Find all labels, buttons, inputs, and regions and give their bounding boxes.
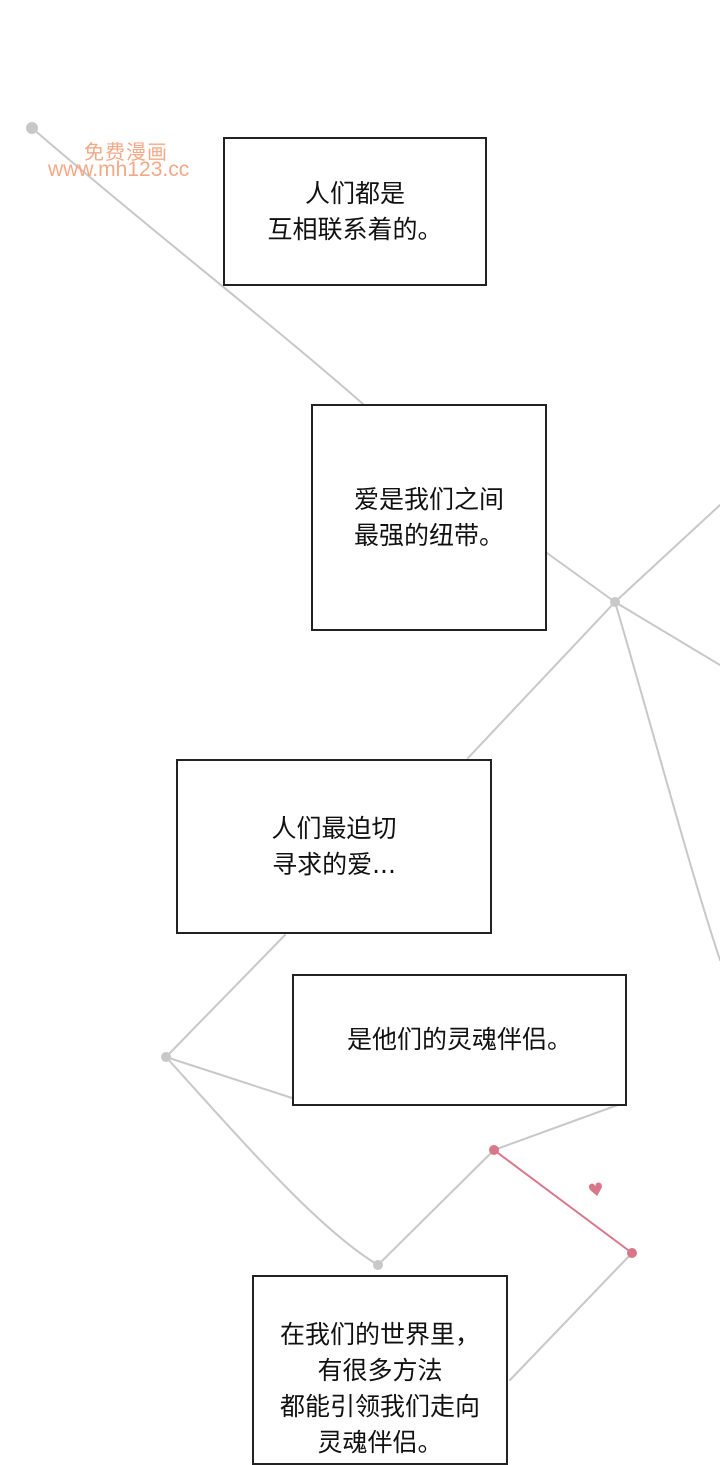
- thread-line: [165, 934, 286, 1058]
- thread-line: [614, 601, 720, 961]
- thread-node: [610, 597, 620, 607]
- caption-line: 都能引领我们走向: [279, 1392, 480, 1421]
- watermark-url: www.mh123.cc: [48, 158, 190, 181]
- thread-line: [165, 1056, 293, 1099]
- caption-line: 是他们的灵魂伴侣。: [346, 1025, 572, 1054]
- thread-line: [509, 1252, 633, 1381]
- caption-line: 最强的纽带。: [353, 520, 504, 550]
- thread-line: [493, 1101, 627, 1151]
- thread-line: [165, 1056, 379, 1266]
- caption-box-1: 人们都是 互相联系着的。: [223, 137, 487, 286]
- red-thread-line: [493, 1149, 633, 1254]
- thread-node: [161, 1052, 171, 1062]
- red-thread-node: [627, 1248, 637, 1258]
- thread-line: [614, 601, 720, 666]
- caption-line: 灵魂伴侣。: [317, 1428, 443, 1457]
- caption-line: 有很多方法: [317, 1356, 443, 1385]
- thread-line: [31, 127, 373, 413]
- red-thread-node: [489, 1145, 499, 1155]
- caption-line: 互相联系着的。: [267, 214, 443, 244]
- caption-line: 人们最迫切: [271, 813, 397, 843]
- caption-line: 寻求的爱...: [272, 849, 396, 879]
- thread-line: [539, 547, 616, 603]
- caption-box-3: 人们最迫切 寻求的爱...: [176, 759, 492, 934]
- caption-box-4: 是他们的灵魂伴侣。: [292, 974, 627, 1106]
- thread-line: [614, 504, 720, 603]
- heart-icon: ♥: [586, 1178, 606, 1203]
- thread-node: [26, 122, 38, 134]
- thread-line: [467, 601, 616, 759]
- caption-line: 爱是我们之间: [353, 484, 504, 514]
- caption-line: 在我们的世界里，: [279, 1320, 480, 1349]
- thread-line: [377, 1149, 495, 1266]
- caption-box-2: 爱是我们之间 最强的纽带。: [311, 404, 547, 631]
- caption-box-5: 在我们的世界里， 有很多方法 都能引领我们走向 灵魂伴侣。: [252, 1275, 508, 1465]
- watermark-title: 免费漫画: [84, 142, 168, 164]
- thread-node: [373, 1260, 383, 1270]
- caption-line: 人们都是: [304, 178, 405, 208]
